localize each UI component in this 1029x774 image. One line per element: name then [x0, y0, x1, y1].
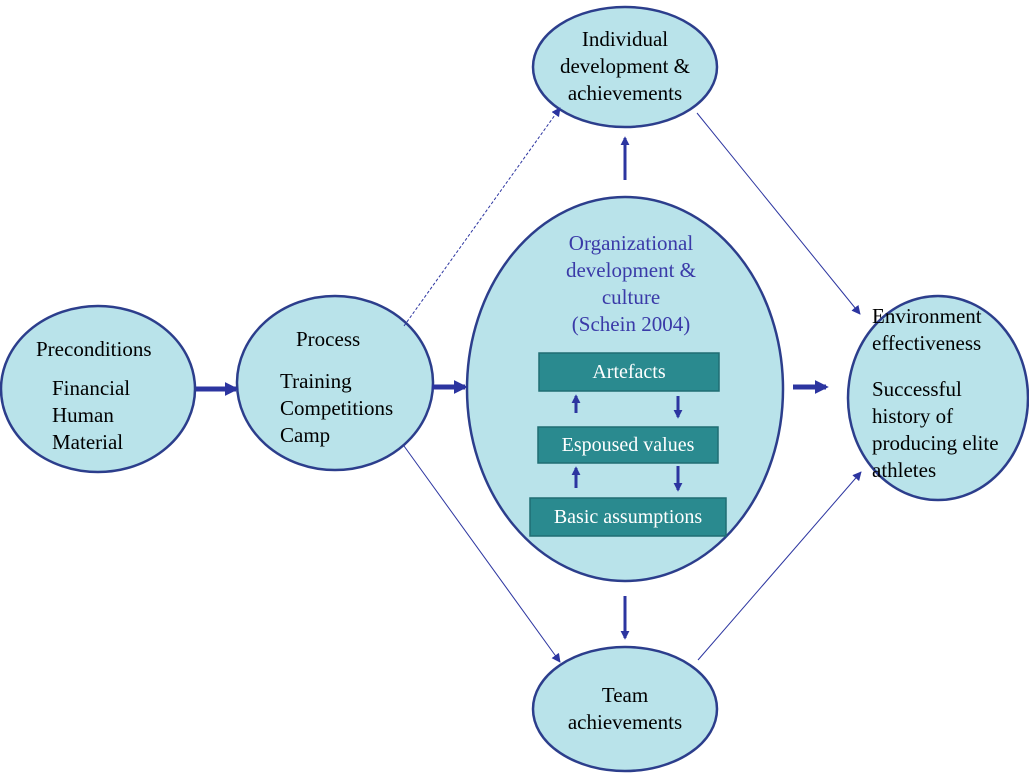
basic-assumptions-label: Basic assumptions — [553, 506, 703, 528]
artefacts-box — [538, 352, 720, 392]
environment-node — [846, 294, 1029, 502]
process-item-training: Training — [280, 369, 352, 393]
individual-line-1: Individual — [581, 27, 669, 51]
culture-line-1: Organizational — [568, 231, 694, 255]
environment-item-1: Successful — [872, 377, 962, 401]
process-item-camp: Camp — [280, 423, 331, 447]
preconditions-item-financial: Financial — [52, 376, 131, 400]
preconditions-item-material: Material — [52, 430, 124, 454]
environment-title: Environment — [872, 304, 982, 328]
environment-item-4: athletes — [872, 458, 937, 482]
individual-line-3: achievements — [567, 81, 683, 105]
preconditions-item-human: Human — [52, 403, 114, 427]
preconditions-title: Preconditions — [36, 337, 152, 361]
team-to-environment-arrow — [697, 471, 862, 661]
team-line-2: achievements — [567, 710, 683, 734]
team-node — [531, 645, 719, 773]
individual-to-environment-arrow — [696, 112, 861, 315]
culture-line-4: (Schein 2004) — [571, 312, 691, 336]
process-to-team-arrow — [403, 445, 561, 663]
espoused-values-label: Espoused values — [561, 434, 695, 456]
culture-line-2: development & — [565, 258, 697, 282]
environment-item-3: producing elite — [872, 431, 999, 455]
team-line-1: Team — [601, 683, 649, 707]
basic-assumptions-box — [529, 497, 727, 537]
individual-line-2: development & — [559, 54, 691, 78]
culture-line-3: culture — [601, 285, 661, 309]
process-item-competitions: Competitions — [280, 396, 394, 420]
environment-title-2: effectiveness — [872, 331, 982, 355]
process-title: Process — [296, 327, 361, 351]
individual-node — [531, 5, 719, 129]
preconditions-node — [0, 304, 197, 474]
artefacts-label: Artefacts — [592, 361, 666, 383]
environment-item-2: history of — [872, 404, 954, 428]
espoused-values-box — [537, 426, 719, 464]
